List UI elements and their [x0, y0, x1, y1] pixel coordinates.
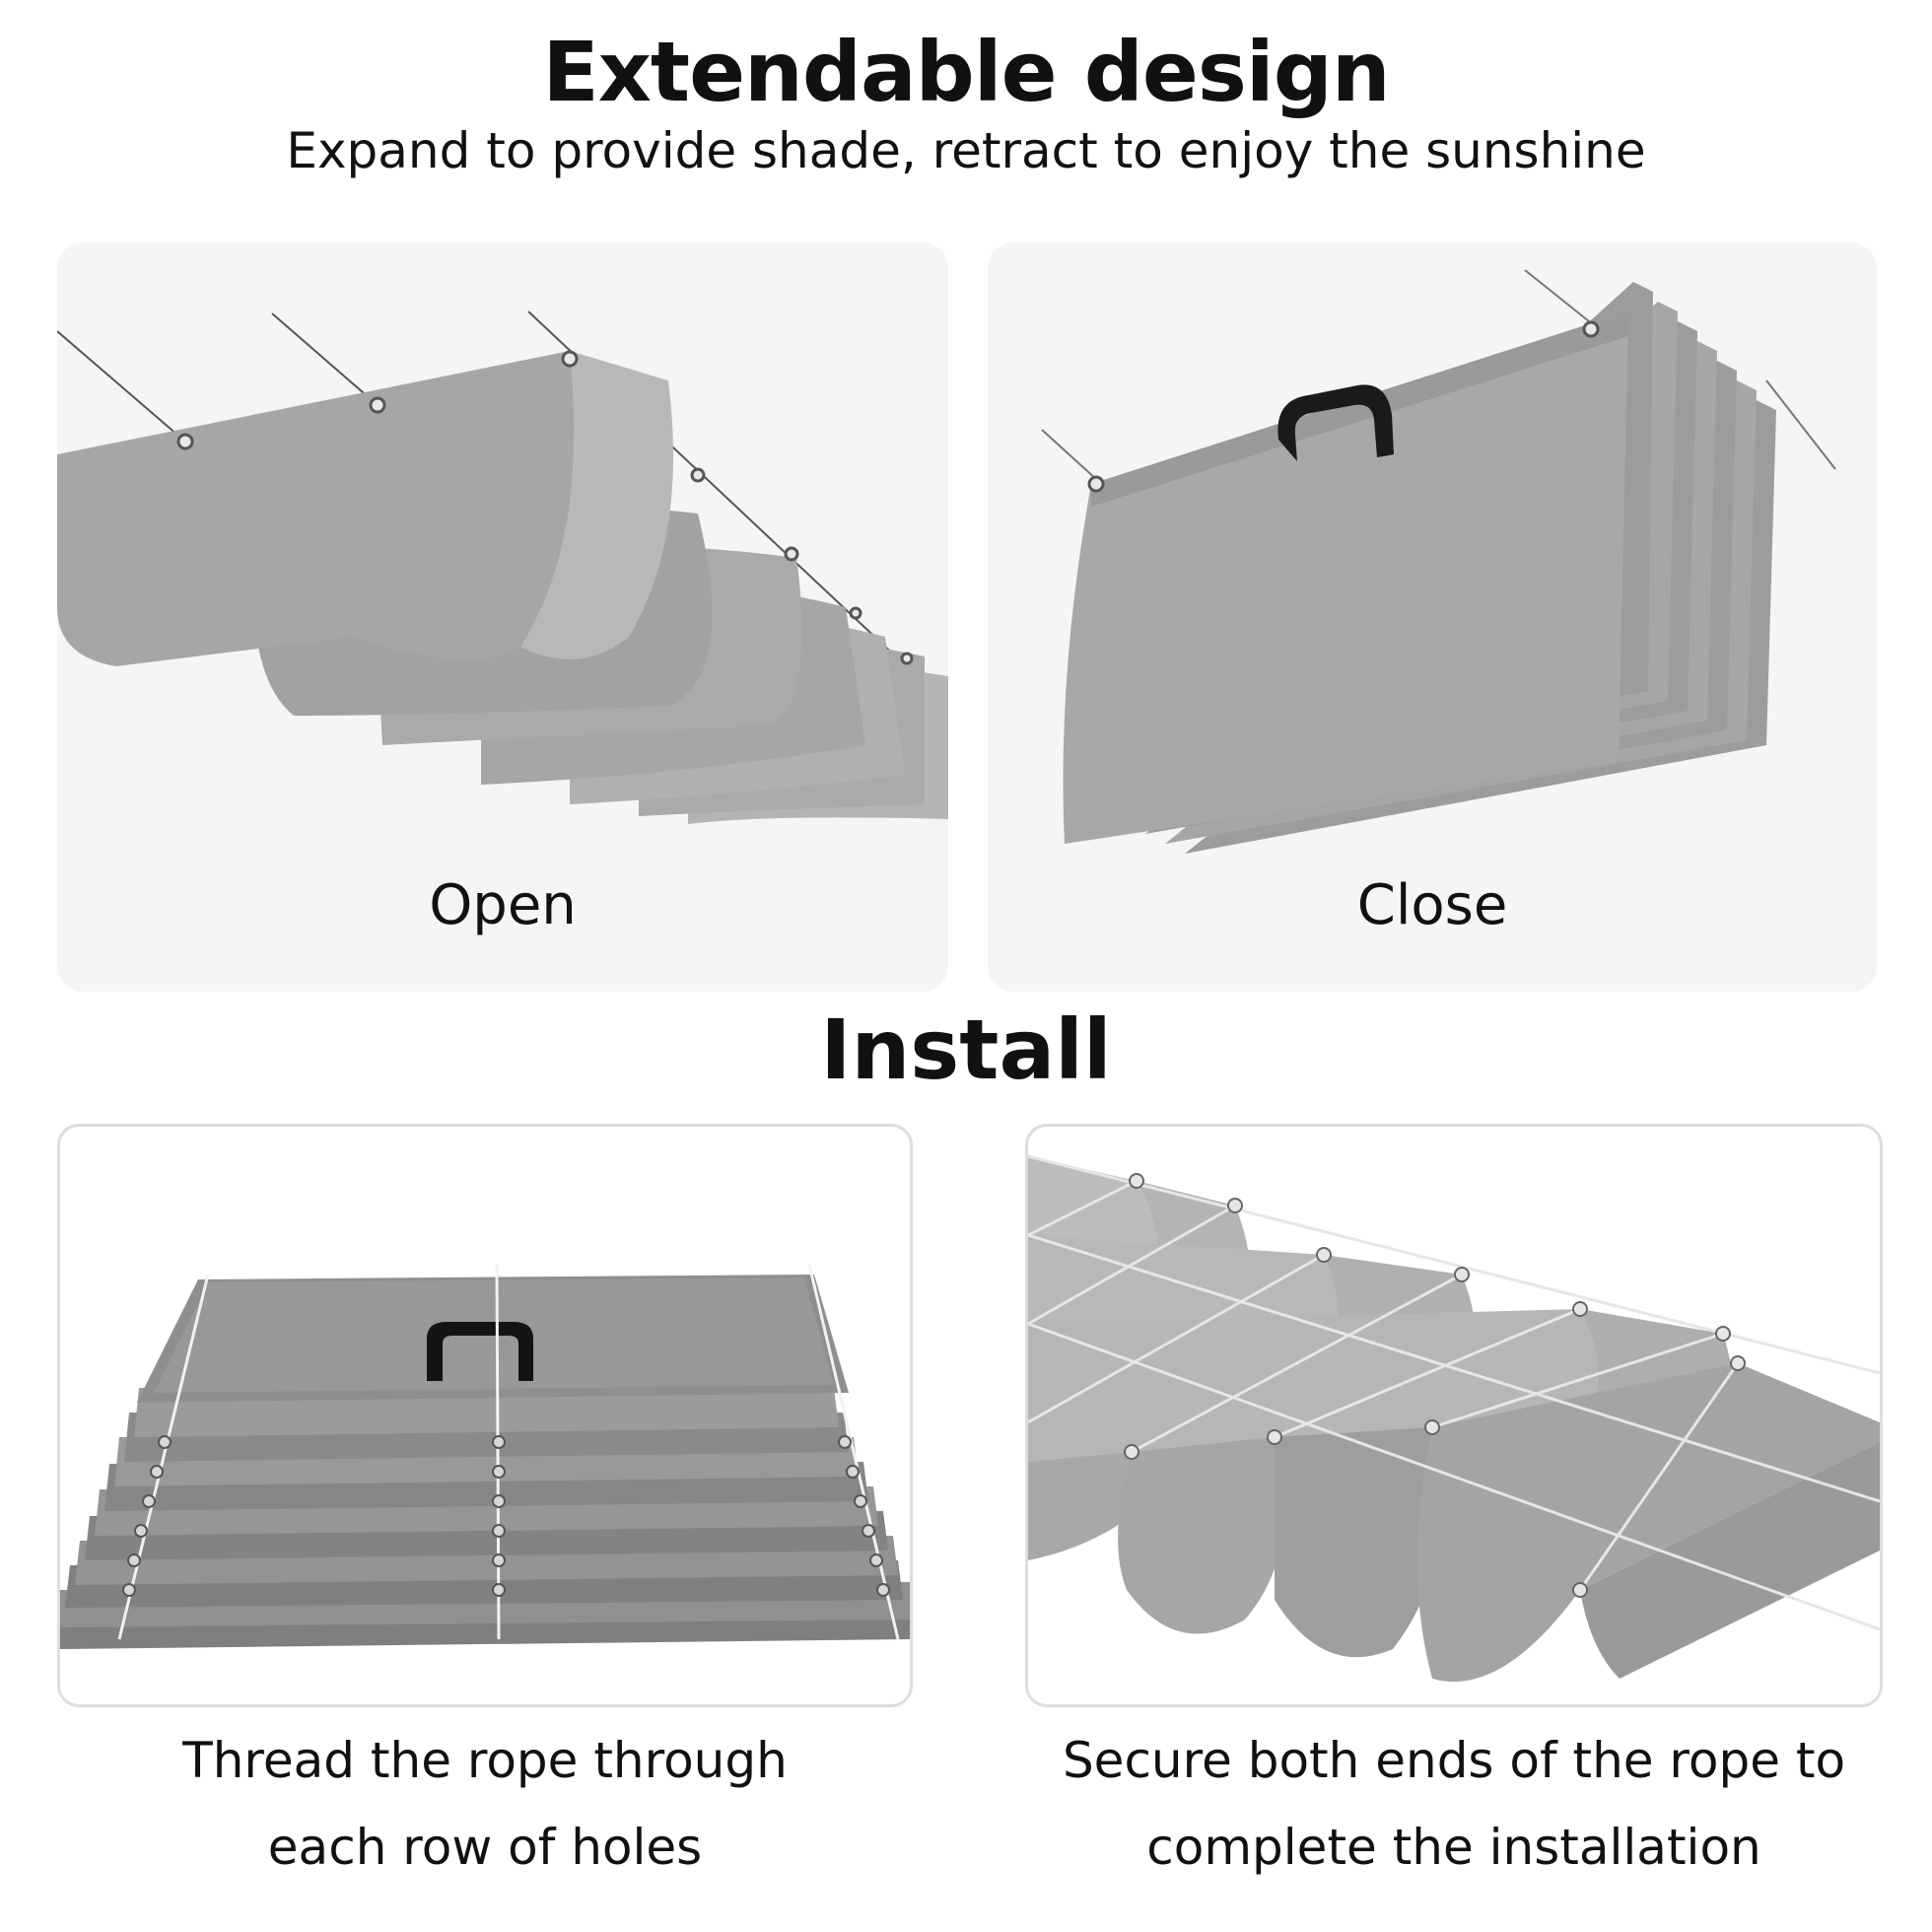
thread-rope-panel: [57, 1124, 913, 1707]
open-panel: Open: [57, 242, 948, 992]
secure-rope-panel: [1025, 1124, 1883, 1707]
step2-line1: Secure both ends of the rope to: [1062, 1732, 1846, 1789]
installed-canopy-illustration: [1028, 1154, 1880, 1683]
step2-line2: complete the installation: [1146, 1819, 1761, 1876]
page-title: Extendable design: [542, 24, 1390, 120]
step1-line1: Thread the rope through: [182, 1732, 788, 1789]
close-label: Close: [1356, 873, 1508, 937]
folded-canopy-illustration: [60, 1264, 910, 1649]
closed-canopy-illustration: [1041, 269, 1836, 854]
open-label: Open: [429, 873, 577, 937]
step1-caption: Thread the rope through each row of hole…: [57, 1717, 913, 1891]
page-subtitle: Expand to provide shade, retract to enjo…: [286, 122, 1646, 179]
step2-caption: Secure both ends of the rope to complete…: [1025, 1717, 1883, 1891]
step1-line2: each row of holes: [267, 1819, 703, 1876]
install-title: Install: [820, 1001, 1112, 1098]
open-canopy-illustration: [57, 310, 948, 824]
close-panel: Close: [988, 242, 1877, 992]
